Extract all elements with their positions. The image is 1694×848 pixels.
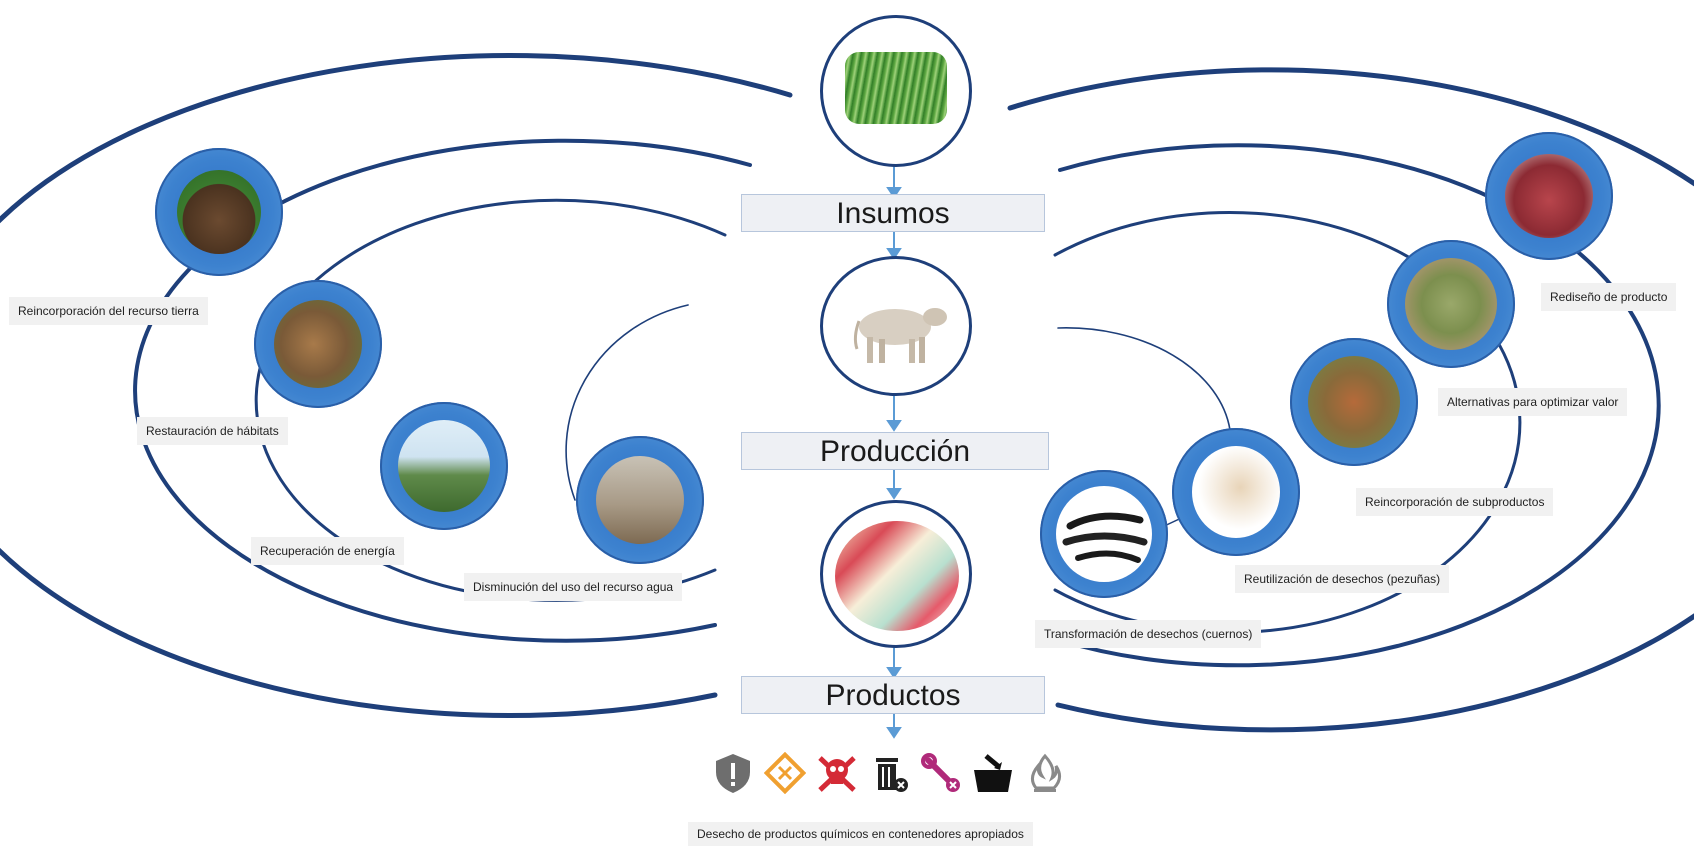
disposal-container-icon: [974, 754, 1012, 792]
hooves-node: [1172, 428, 1300, 556]
habitat-node: [254, 280, 382, 408]
label-cuernos: Transformación de desechos (cuernos): [1035, 620, 1262, 648]
flammable-icon: [1031, 753, 1061, 792]
label-alternativas: Alternativas para optimizar valor: [1438, 388, 1628, 416]
trash-bin-icon: [876, 758, 908, 792]
soil-roots-node: [155, 148, 283, 276]
right-arc-outer: [1007, 67, 1694, 733]
meat-node: [1485, 132, 1613, 260]
left-arc-2: [133, 138, 752, 643]
label-desecho-quimicos: Desecho de productos químicos en contene…: [688, 822, 1033, 846]
grass-node: [820, 15, 972, 167]
soil-roots-photo: [177, 170, 261, 254]
stage-insumos: Insumos: [741, 194, 1045, 232]
feed-pellets-photo: [1405, 258, 1497, 350]
water-photo: [596, 456, 684, 544]
label-habitats: Restauración de hábitats: [137, 417, 288, 445]
byproducts-photo: [1308, 356, 1400, 448]
label-subproductos: Reincorporación de subproductos: [1356, 488, 1554, 516]
hooves-photo: [1192, 446, 1280, 538]
habitat-photo: [274, 300, 362, 388]
energy-node: [380, 402, 508, 530]
right-arc-inner: [1057, 327, 1231, 431]
left-arc-outer: [0, 53, 793, 718]
cow-icon: [853, 308, 947, 363]
label-tierra: Reincorporación del recurso tierra: [9, 297, 208, 325]
label-energia: Recuperación de energía: [251, 537, 404, 565]
byproducts-node: [1290, 338, 1418, 466]
stage-produccion: Producción: [741, 432, 1049, 470]
tools-icon: [921, 753, 960, 792]
shield-exclamation-icon: [716, 754, 750, 793]
cow-node: [820, 256, 972, 396]
feed-pellets-node: [1387, 240, 1515, 368]
products-node: [820, 500, 972, 648]
horns-icon: [1056, 486, 1152, 582]
label-rediseno: Rediseño de producto: [1541, 283, 1677, 311]
left-arc-inner: [565, 304, 689, 501]
energy-photo: [398, 420, 490, 512]
grass-photo: [845, 52, 947, 124]
meat-photo: [1505, 154, 1593, 238]
label-agua: Disminución del uso del recurso agua: [464, 573, 683, 601]
right-arc-2: [1056, 143, 1661, 668]
water-node: [576, 436, 704, 564]
horns-node: [1040, 470, 1168, 598]
skull-crossbones-icon: [818, 756, 856, 792]
irritant-diamond-icon: [764, 752, 806, 794]
products-photo: [835, 521, 959, 631]
stage-productos: Productos: [741, 676, 1045, 714]
label-pezunas: Reutilización de desechos (pezuñas): [1235, 565, 1450, 593]
